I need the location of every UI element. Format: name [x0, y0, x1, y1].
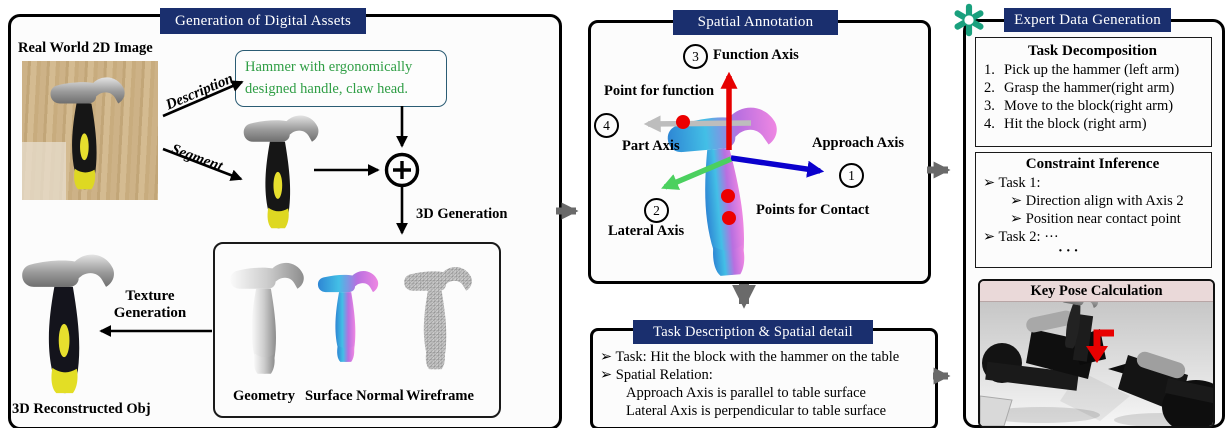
part-axis-label: Part Axis	[622, 138, 680, 154]
reconstructed-obj-label: 3D Reconstructed Obj	[12, 401, 151, 417]
point-for-function-label: Point for function	[604, 83, 715, 99]
description-text-box: Hammer with ergonomically designed handl…	[235, 50, 447, 107]
geometry-hammer-image	[230, 262, 304, 374]
key-pose-header: Key Pose Calculation	[980, 281, 1213, 302]
annotated-hammer-image	[665, 105, 790, 280]
constraint-task2-line: ➢ Task 2: ···	[983, 229, 1059, 245]
hammer-caption: Hammer with ergonomically designed handl…	[245, 59, 413, 97]
decomposition-item: 1. Pick up the hammer (left arm)	[984, 62, 1180, 78]
expert-data-banner: Expert Data Generation	[1004, 8, 1171, 32]
axis-2-badge: 2	[644, 198, 669, 223]
task-decomposition-box	[975, 37, 1212, 147]
real-world-image-label: Real World 2D Image	[18, 40, 153, 56]
spatial-annotation-banner: Spatial Annotation	[673, 10, 838, 35]
reconstructed-hammer-image	[22, 254, 114, 394]
texture-generation-label: Texture Generation	[113, 288, 187, 322]
axis-3-badge: 3	[683, 44, 708, 69]
floor-watermark	[1060, 371, 1130, 421]
task-line: ➢ Task: Hit the block with the hammer on…	[600, 349, 900, 365]
segmented-hammer-image	[243, 115, 319, 229]
wireframe-label: Wireframe	[406, 388, 474, 404]
constraint-inference-title: Constraint Inference	[1025, 156, 1160, 172]
decomposition-item: 2. Grasp the hammer(right arm)	[984, 80, 1175, 96]
photo-hammer-image	[50, 77, 125, 190]
real-world-photo	[22, 61, 158, 200]
task-decomposition-title: Task Decomposition	[1027, 43, 1158, 59]
points-for-contact-label: Points for Contact	[756, 202, 870, 218]
task-description-banner: Task Description & Spatial detail	[633, 320, 873, 344]
surface-normal-label: Surface Normal	[305, 388, 404, 404]
key-pose-box: Key Pose Calculation	[978, 279, 1215, 428]
spatial-annotation-title: Spatial Annotation	[697, 14, 814, 30]
approach-axis-label: Approach Axis	[812, 135, 904, 151]
axis-1-badge: 1	[839, 163, 864, 188]
task-description-title: Task Description & Spatial detail	[653, 323, 853, 340]
function-axis-label: Function Axis	[713, 47, 799, 63]
wireframe-hammer-image	[404, 267, 472, 370]
axis-4-badge: 4	[594, 113, 619, 138]
digital-assets-title: Generation of Digital Assets	[175, 12, 351, 29]
spatial-annotation-panel	[588, 20, 931, 284]
lateral-relation-line: Lateral Axis is perpendicular to table s…	[626, 403, 887, 419]
key-pose-render	[980, 301, 1213, 426]
gen3d-label: 3D Generation	[416, 206, 508, 222]
geometry-label: Geometry	[233, 388, 295, 404]
openai-logo-icon	[954, 3, 984, 37]
approach-relation-line: Approach Axis is parallel to table surfa…	[626, 385, 866, 401]
decomposition-item: 4. Hit the block (right arm)	[984, 116, 1147, 132]
constraint-ellipsis: ···	[1058, 243, 1082, 259]
expert-data-title: Expert Data Generation	[1014, 11, 1161, 28]
pose-marker	[1086, 329, 1114, 363]
surface-normal-hammer-image	[317, 270, 379, 362]
right-gripper	[1108, 351, 1213, 426]
constraint-direction-line: ➢ Direction align with Axis 2	[1010, 193, 1184, 209]
constraint-position-line: ➢ Position near contact point	[1010, 211, 1181, 227]
spatial-relation-line: ➢ Spatial Relation:	[600, 367, 713, 383]
constraint-inference-box	[975, 152, 1212, 268]
photo-light-patch	[22, 142, 66, 200]
constraint-task1-line: ➢ Task 1:	[983, 175, 1041, 191]
decomposition-item: 3. Move to the block(right arm)	[984, 98, 1174, 114]
key-pose-title: Key Pose Calculation	[1030, 282, 1163, 299]
digital-assets-banner: Generation of Digital Assets	[160, 8, 366, 34]
task-description-panel	[590, 328, 938, 428]
lateral-axis-label: Lateral Axis	[608, 223, 685, 239]
